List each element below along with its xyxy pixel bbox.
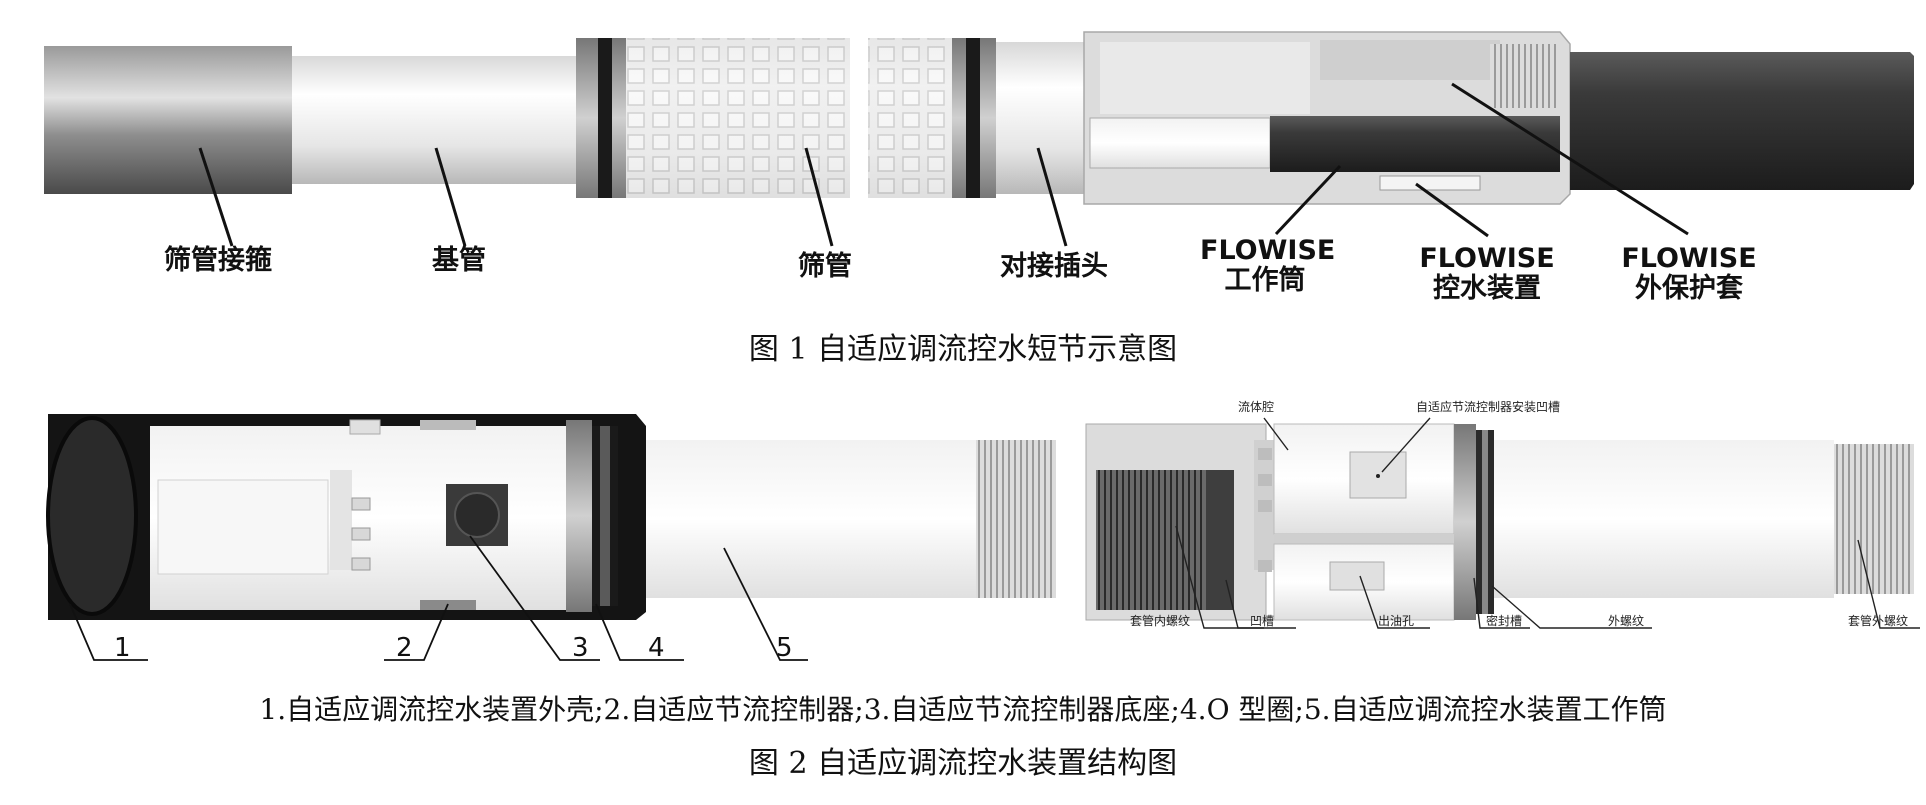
label-flowise-work-tube-line2: 工作筒	[1224, 265, 1306, 296]
cutaway-work-tube	[1494, 440, 1834, 598]
right-ring-1	[952, 38, 966, 198]
label-flowise-outer-sleeve: FLOWISE 外保护套	[1614, 244, 1764, 304]
label-outer-thread: 外螺纹	[1608, 614, 1645, 628]
callout-5: 5	[776, 633, 793, 663]
label-casing-outer-thread: 套管外螺纹	[1848, 614, 1909, 628]
label-casing-inner-thread: 套管内螺纹	[1130, 614, 1191, 628]
figure2-legend: 1.自适应调流控水装置外壳;2.自适应节流控制器;3.自适应节流控制器底座;4.…	[259, 693, 1667, 726]
label-flowise-control-device-line2: 控水装置	[1433, 273, 1541, 304]
label-flowise-outer-sleeve-line2: 外保护套	[1635, 273, 1743, 304]
label-flowise-control-device-line1: FLOWISE	[1419, 243, 1555, 274]
callout-4: 4	[648, 633, 665, 663]
left-ring-2	[612, 38, 626, 198]
callout-1: 1	[114, 633, 131, 663]
label-fluid-cavity: 流体腔	[1238, 400, 1275, 414]
flowise-work-tube	[1270, 116, 1560, 172]
device-work-tube	[646, 440, 976, 598]
label-install-groove: 自适应节流控制器安装凹槽	[1416, 400, 1561, 414]
right-oring	[966, 38, 980, 198]
callout-2: 2	[396, 633, 413, 663]
label-seal-groove: 密封槽	[1486, 614, 1523, 628]
label-flowise-work-tube: FLOWISE 工作筒	[1200, 235, 1336, 296]
right-ring-2	[980, 38, 996, 198]
label-base-pipe: 基管	[432, 245, 486, 276]
casing-inner-thread	[1096, 470, 1206, 610]
label-oil-outlet: 出油孔	[1378, 614, 1415, 628]
figure1-assembly	[44, 30, 1914, 247]
label-screen: 筛管	[798, 251, 852, 282]
figure2-left-device	[46, 414, 1056, 661]
screen-coupling	[44, 46, 292, 194]
label-screen-coupling: 筛管接箍	[164, 245, 272, 276]
connector-plug	[996, 42, 1084, 194]
label-flowise-work-tube-line1: FLOWISE	[1200, 235, 1336, 266]
figure2-right-leader-lines	[1175, 417, 1920, 629]
label-flowise-control-device: FLOWISE 控水装置	[1412, 244, 1562, 304]
figure1-leader-lines	[198, 82, 1689, 247]
label-connector: 对接插头	[1000, 251, 1108, 282]
oil-outlet-box	[1329, 561, 1385, 591]
callout-3: 3	[572, 633, 589, 663]
dark-pipe-right	[1570, 52, 1914, 190]
figure2-left-leader-lines	[69, 535, 808, 661]
figure1-caption: 图 1 自适应调流控水短节示意图	[748, 332, 1178, 367]
label-flowise-outer-sleeve-line1: FLOWISE	[1621, 243, 1757, 274]
work-tube-thread	[976, 440, 1056, 598]
left-oring	[598, 38, 612, 198]
label-groove: 凹槽	[1250, 614, 1275, 628]
base-pipe	[292, 56, 576, 184]
casing-outer-thread	[1834, 444, 1914, 594]
figure2-right-cutaway	[1085, 417, 1920, 629]
figure2-caption: 图 2 自适应调流控水装置结构图	[748, 746, 1178, 781]
left-ring-1	[576, 38, 598, 198]
shell-opening	[46, 416, 138, 616]
screen-break-gap	[850, 30, 868, 200]
